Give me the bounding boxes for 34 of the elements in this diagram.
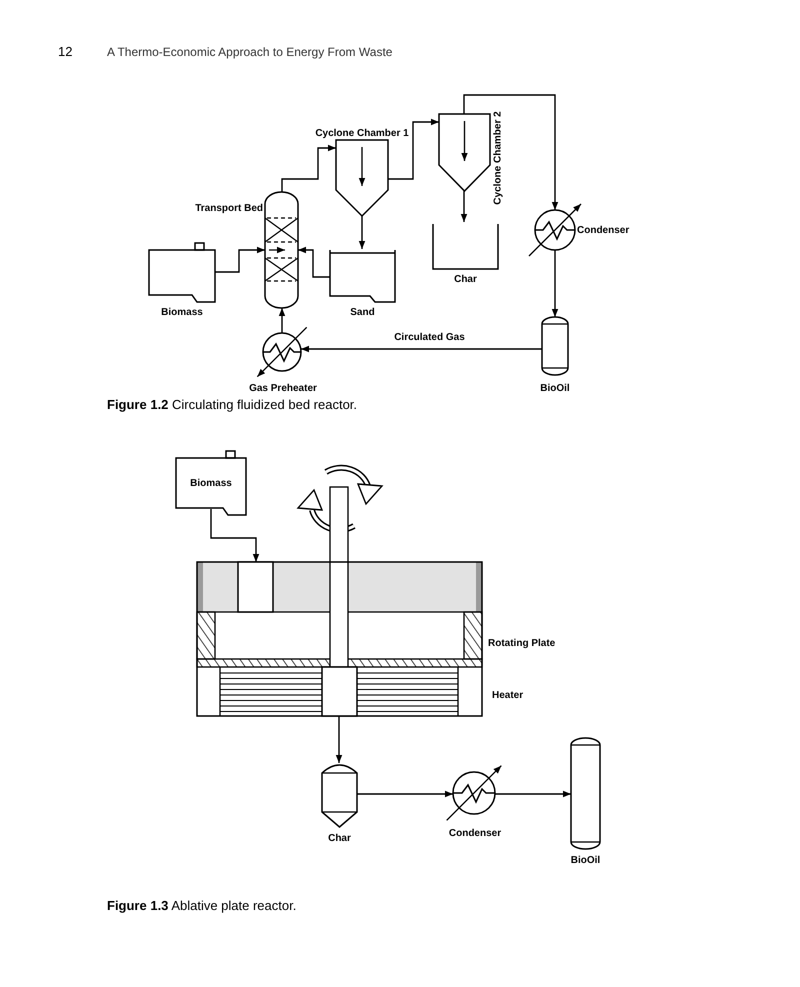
- flow-arrow: [210, 509, 260, 562]
- part-label: Heater: [492, 689, 524, 702]
- equipment-label: Condenser: [577, 224, 629, 237]
- flow-arrow: [301, 346, 542, 352]
- figure-caption: Figure 1.2 Circulating fluidized bed reactor.: [107, 397, 358, 414]
- equipment-label: BioOil: [570, 854, 602, 867]
- flow-arrow: [495, 790, 571, 798]
- flow-arrow: [336, 716, 342, 763]
- equipment-label: Condenser: [448, 827, 502, 840]
- flow-arrow: [463, 94, 558, 210]
- edge-label: Circulated Gas: [392, 333, 467, 343]
- equipment-label: Gas Preheater: [248, 382, 318, 395]
- equipment-label: BioOil: [539, 382, 571, 395]
- flow-arrow: [215, 246, 265, 273]
- flow-arrow: [388, 118, 439, 180]
- running-header: A Thermo-Economic Approach to Energy From Waste: [107, 45, 392, 60]
- flow-arrow: [278, 308, 286, 333]
- flow-arrow: [281, 144, 336, 192]
- equipment-label: Char: [327, 832, 352, 845]
- figure-caption: Figure 1.3 Ablative plate reactor.: [107, 898, 296, 914]
- equipment-label: Cyclone Chamber 2: [492, 110, 504, 206]
- flow-arrow: [357, 790, 453, 798]
- flow-arrow: [552, 250, 558, 317]
- flow-arrow: [460, 191, 468, 222]
- part-label: Rotating Plate: [488, 637, 556, 650]
- equipment-label: Sand: [349, 306, 376, 319]
- equipment-label: Transport Bed: [194, 202, 263, 215]
- equipment-label: Biomass: [189, 477, 233, 490]
- flow-arrow: [298, 246, 330, 278]
- equipment-label: Cyclone Chamber 1: [314, 127, 410, 140]
- equipment-label: Biomass: [160, 306, 204, 319]
- equipment-label: Char: [453, 273, 478, 286]
- flow-arrow: [358, 216, 366, 249]
- page-number: 12: [58, 44, 72, 60]
